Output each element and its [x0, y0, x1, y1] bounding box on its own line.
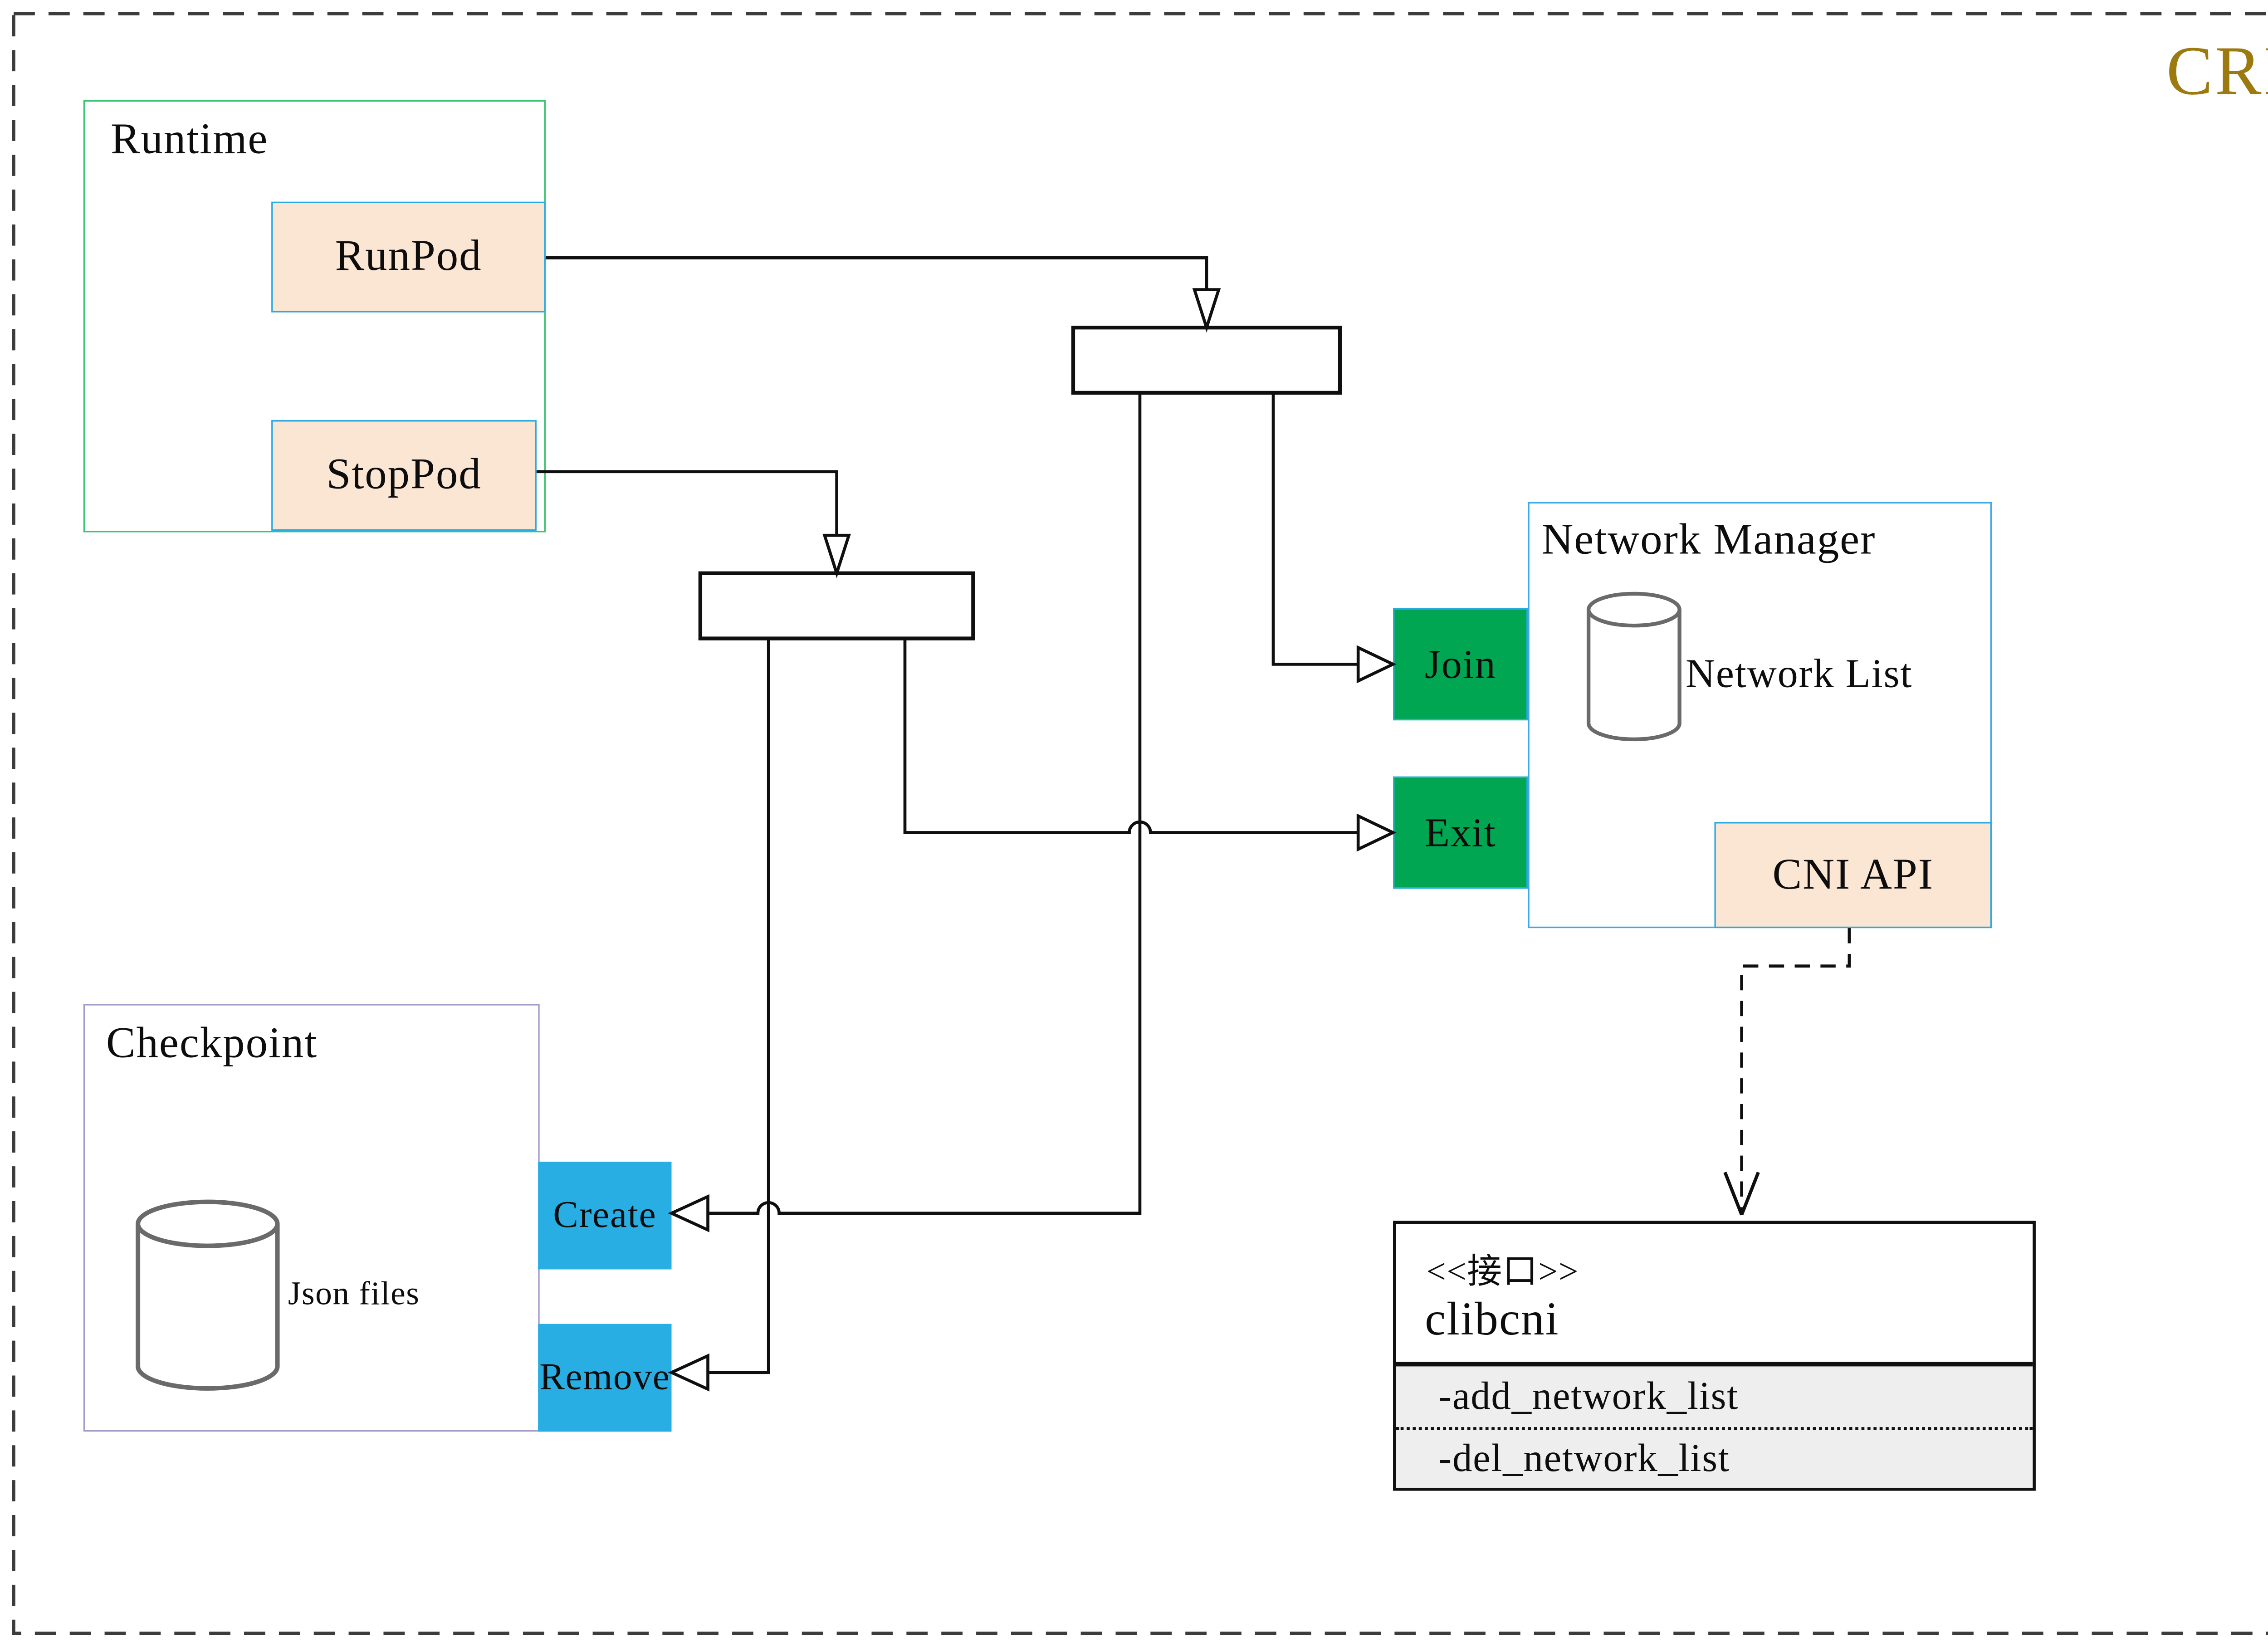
clibcni-method-add: -add_network_list [1438, 1374, 1739, 1418]
clibcni-method-del: -del_network_list [1396, 1427, 2033, 1488]
exit-node: Exit [1393, 776, 1528, 889]
arrow-left-icon-create [668, 1194, 709, 1232]
clibcni-stereotype: <<接口>> [1426, 1252, 1579, 1291]
runtime-title: Runtime [110, 115, 269, 164]
checkpoint-title: Checkpoint [106, 1019, 318, 1068]
cni-api-node: CNI API [1714, 822, 1992, 929]
create-connector [709, 392, 1142, 1215]
join-connector [1271, 392, 1360, 666]
clibcni-interface-box: <<接口>> clibcni -add_network_list -del_ne… [1393, 1221, 2036, 1491]
cni-clibcni-dashed-connector [1740, 928, 1851, 1212]
join-node: Join [1393, 608, 1528, 721]
create-node: Create [538, 1162, 672, 1270]
page-title: CRI [2166, 32, 2268, 109]
runpod-connector [546, 256, 1208, 290]
arrow-right-icon-exit [1356, 813, 1397, 852]
remove-connector [709, 638, 770, 1374]
runpod-node: RunPod [271, 201, 546, 313]
arrow-down-icon-bar-top [1192, 288, 1221, 333]
open-v-arrow-icon [1723, 1172, 1760, 1216]
junction-bar-top [1071, 325, 1342, 395]
arrow-down-icon-bar-lower [822, 533, 851, 578]
network-list-label: Network List [1685, 650, 1913, 696]
clibcni-name: clibcni [1425, 1292, 1559, 1345]
remove-node: Remove [538, 1324, 672, 1432]
junction-bar-lower [698, 571, 975, 640]
clibcni-methods-compartment: -add_network_list -del_network_list [1396, 1362, 2033, 1488]
exit-connector [903, 638, 1360, 834]
network-manager-title: Network Manager [1541, 515, 1876, 564]
stoppod-connector [536, 470, 838, 536]
arrow-right-icon-join [1356, 645, 1397, 684]
stoppod-node: StopPod [271, 420, 537, 531]
json-files-label: Json files [288, 1274, 420, 1312]
arrow-left-icon-remove [668, 1353, 709, 1392]
